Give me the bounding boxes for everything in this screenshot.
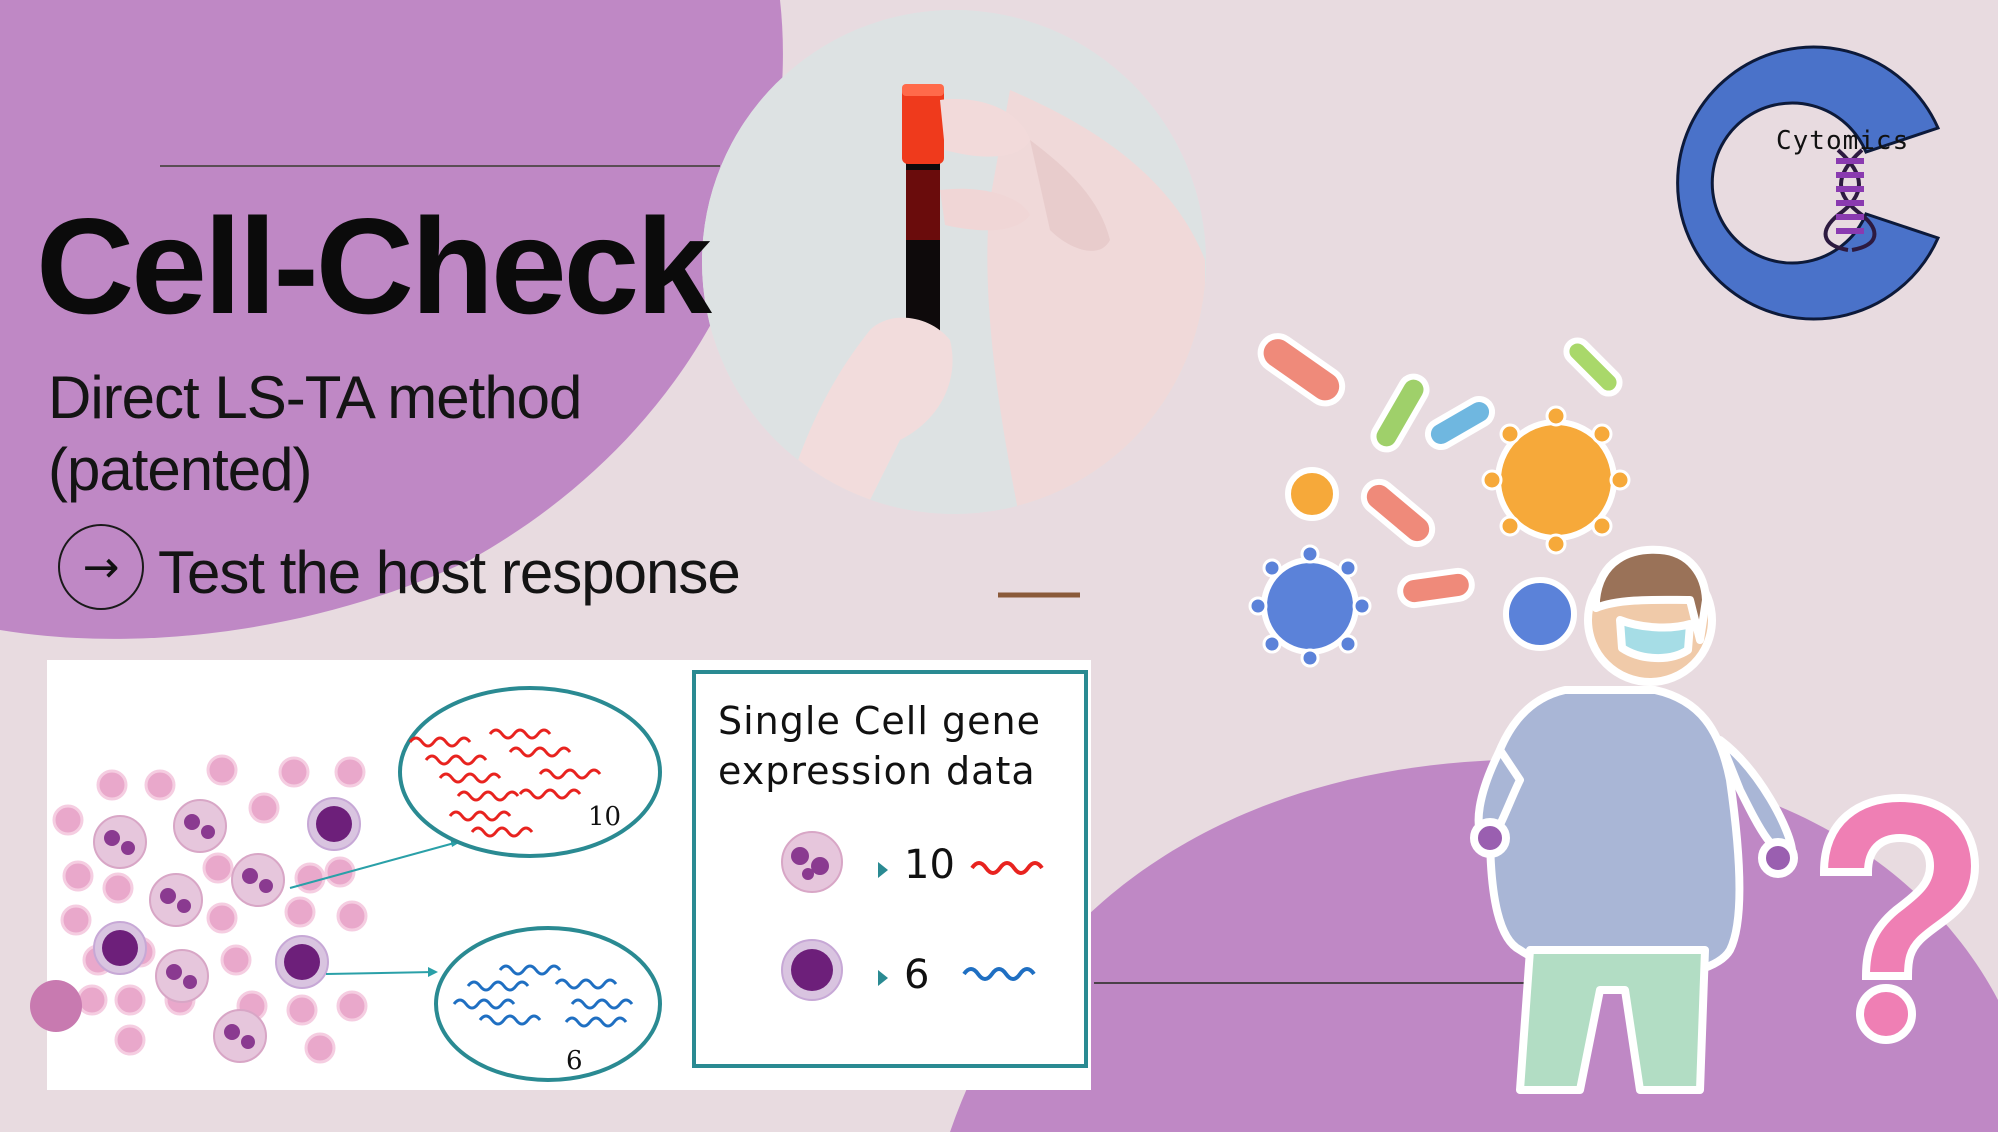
- blood-tube-photo: [702, 10, 1206, 514]
- person-illustration: [1470, 545, 1798, 1094]
- legend-red-wave: [970, 861, 1044, 875]
- legend-row2-value: 6: [904, 952, 930, 998]
- subtitle-line-1: Direct LS-TA method: [48, 364, 582, 431]
- bubble-bottom-count: 6: [566, 1046, 583, 1076]
- cytomics-logo-ring: [1676, 45, 1941, 321]
- legend-pointer-2: [878, 970, 888, 986]
- dna-icon: [1823, 148, 1877, 252]
- legend-pointer-1: [878, 862, 888, 878]
- legend-title-line-1: Single Cell gene: [718, 699, 1041, 743]
- slide-title: Cell-Check: [36, 190, 712, 342]
- legend-title: Single Cell gene expression data: [718, 696, 1041, 796]
- bubble-top-count: 10: [588, 802, 622, 832]
- slide-subtitle: Direct LS-TA method (patented): [48, 362, 582, 506]
- cells-cluster: [30, 754, 368, 1064]
- logo-text: Cytomics: [1776, 126, 1910, 156]
- legend-title-line-2: expression data: [718, 749, 1036, 793]
- legend-box: [692, 670, 1088, 1068]
- bubble-bottom: [434, 926, 662, 1082]
- cta-text[interactable]: Test the host response: [158, 539, 741, 606]
- red-waves: [408, 728, 602, 838]
- virus-spikes: [1481, 405, 1631, 555]
- legend-lymphocyte-cell: [781, 939, 843, 1001]
- purple-blob-bottom-right: [950, 759, 1998, 1132]
- arrow-right-icon[interactable]: →: [58, 524, 144, 610]
- legend-blue-wave: [962, 967, 1036, 981]
- pointer-arrow-bottom: [325, 971, 435, 975]
- pointer-arrow-top: [289, 841, 459, 889]
- question-mark-icon: [1819, 793, 1980, 1044]
- blue-waves: [452, 964, 634, 1028]
- legend-neutrophil-cell: [781, 831, 843, 893]
- microbes-illustration: [1257, 333, 1623, 655]
- subtitle-line-2: (patented): [48, 436, 313, 503]
- bubble-top: [398, 686, 662, 858]
- purple-blob-top-left: [0, 0, 783, 639]
- legend-row1-value: 10: [904, 842, 955, 888]
